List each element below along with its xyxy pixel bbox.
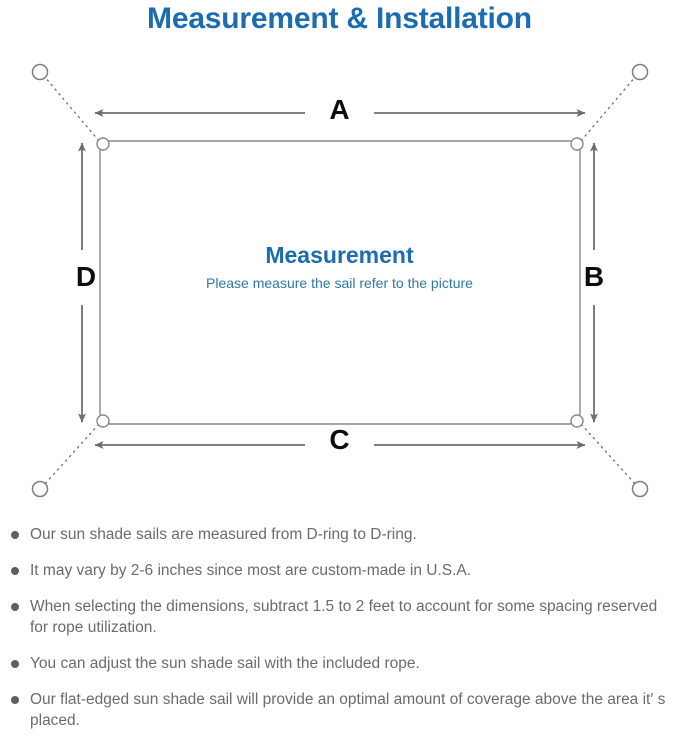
rope-bottom-left (43, 423, 100, 486)
anchor-top-right-icon (631, 63, 649, 81)
rope-top-right (580, 75, 637, 142)
note-text: You can adjust the sun shade sail with t… (30, 655, 420, 672)
diagram-svg (31, 63, 649, 498)
note-text: Our sun shade sails are measured from D-… (30, 526, 417, 543)
note-item: You can adjust the sun shade sail with t… (0, 653, 679, 674)
bullet-icon (11, 531, 19, 539)
note-text: Our flat-edged sun shade sail will provi… (30, 691, 666, 729)
note-item: Our flat-edged sun shade sail will provi… (0, 689, 679, 731)
d-ring-bottom-right-icon (570, 414, 584, 428)
d-ring-top-left-icon (96, 137, 110, 151)
sail-rectangle (99, 140, 581, 425)
anchor-bottom-left-icon (31, 480, 49, 498)
rope-top-left (43, 75, 100, 142)
anchor-bottom-right-icon (631, 480, 649, 498)
dimension-label-a: A (329, 94, 350, 125)
dimension-label-d: D (75, 261, 97, 292)
note-text: When selecting the dimensions, subtract … (30, 598, 658, 636)
note-item: Our sun shade sails are measured from D-… (0, 524, 679, 545)
note-item: It may vary by 2-6 inches since most are… (0, 560, 679, 581)
note-text: It may vary by 2-6 inches since most are… (30, 562, 472, 579)
dimension-label-b: B (583, 261, 605, 292)
anchor-top-left-icon (31, 63, 49, 81)
page-title: Measurement & Installation (147, 2, 532, 35)
notes-list: Our sun shade sails are measured from D-… (0, 524, 679, 731)
measurement-diagram: A B C D Measurement Please measure the s… (0, 55, 679, 505)
bullet-icon (11, 696, 19, 704)
d-ring-top-right-icon (570, 137, 584, 151)
note-item: When selecting the dimensions, subtract … (0, 596, 679, 638)
rope-bottom-right (580, 423, 637, 486)
d-ring-bottom-left-icon (96, 414, 110, 428)
dimension-label-c: C (329, 424, 350, 455)
bullet-icon (11, 603, 19, 611)
bullet-icon (11, 660, 19, 668)
bullet-icon (11, 567, 19, 575)
